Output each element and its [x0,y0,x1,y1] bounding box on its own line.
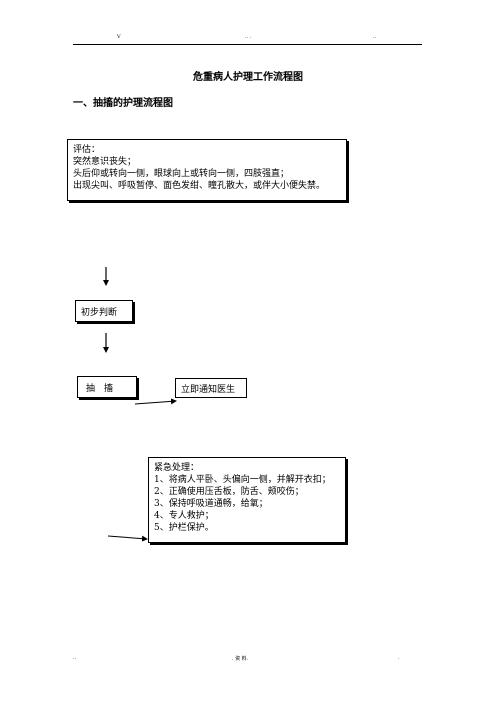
emergency-line: 5、护栏保护。 [154,523,214,533]
assessment-line: 突然意识丧失； [73,157,137,167]
initial-judgment-box: 初步判断 [75,300,133,322]
page-title: 危重病人护理工作流程图 [193,72,303,83]
seizure-label: 抽 搐 [86,384,114,394]
section-title: 一、抽搐的护理流程图 [73,98,173,109]
header-middle: .. . [245,34,252,40]
emergency-line: 2、正确使用压舌板，防舌、颊咬伤； [154,487,304,497]
header-rule [73,44,422,45]
assessment-line: 评估： [73,145,101,155]
notify-doctor-label: 立即通知医生 [181,385,236,395]
assessment-line: 头后仰或转向一侧，眼球向上或转向一侧，四肢强直； [73,169,290,179]
seizure-box: 抽 搐 [77,376,137,398]
initial-judgment-label: 初步判断 [81,308,118,318]
emergency-box: 紧急处理： 1、将病人平卧、头偏向一侧，并解开衣扣； 2、正确使用压舌板，防舌、… [148,457,346,543]
arrow-to-notify [134,398,177,405]
assessment-box: 评估： 突然意识丧失； 头后仰或转向一侧，眼球向上或转向一侧，四肢强直； 出现尖… [67,139,347,201]
header-left: V [117,34,121,40]
arrow-to-emergency [107,535,148,542]
emergency-line: 1、将病人平卧、头偏向一侧，并解开衣扣； [154,475,331,485]
notify-doctor-box: 立即通知医生 [175,378,247,398]
emergency-line: 3、保持呼吸道通畅，给氧； [154,499,268,509]
footer-middle: . 资 料. [232,656,249,662]
emergency-line: 紧急处理： [154,463,200,473]
footer-left: .. [73,655,77,661]
header-right: .. [373,34,377,40]
emergency-line: 4、专人救护； [154,511,214,521]
footer-right: . [398,655,400,661]
assessment-line: 出现尖叫、呼吸暂停、面色发绀、瞳孔散大，或伴大小便失禁。 [73,181,326,191]
